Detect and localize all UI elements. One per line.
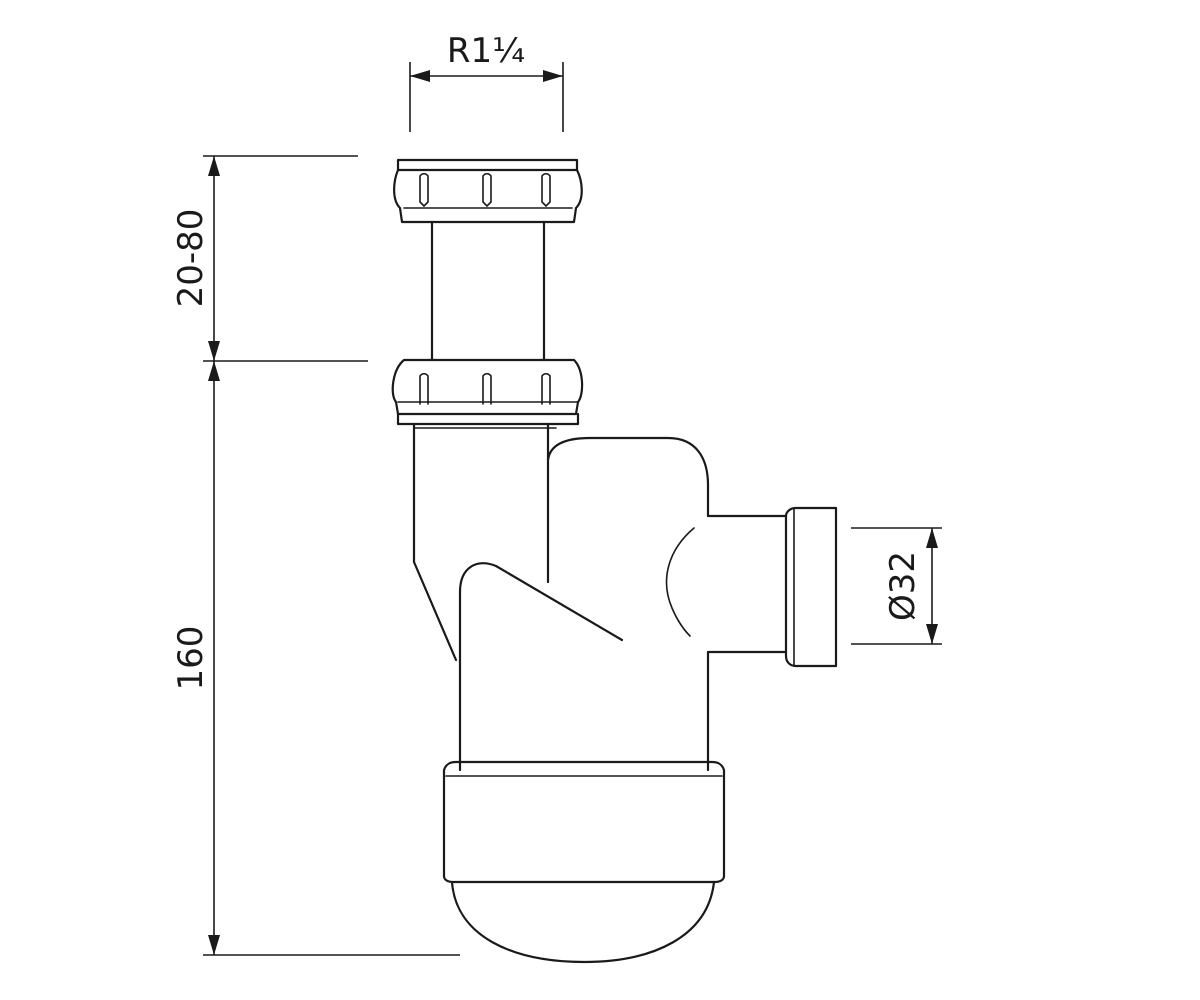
thread-dimension: R1¼ [409, 31, 564, 132]
outlet-label: Ø32 [883, 551, 923, 621]
trap-body [458, 436, 788, 772]
bowl-base [442, 760, 726, 964]
extension-dimension: 20-80 [171, 155, 368, 362]
top-nut [393, 158, 583, 224]
height-dimension: 160 [171, 361, 460, 956]
height-label: 160 [171, 626, 211, 691]
outlet-dimension: Ø32 [851, 527, 942, 645]
dip-tube [412, 422, 557, 662]
extension-label: 20-80 [171, 209, 211, 308]
outlet-connector [784, 506, 838, 668]
tail-pipe [430, 220, 546, 362]
thread-label: R1¼ [447, 31, 525, 71]
bottom-nut [391, 358, 584, 426]
